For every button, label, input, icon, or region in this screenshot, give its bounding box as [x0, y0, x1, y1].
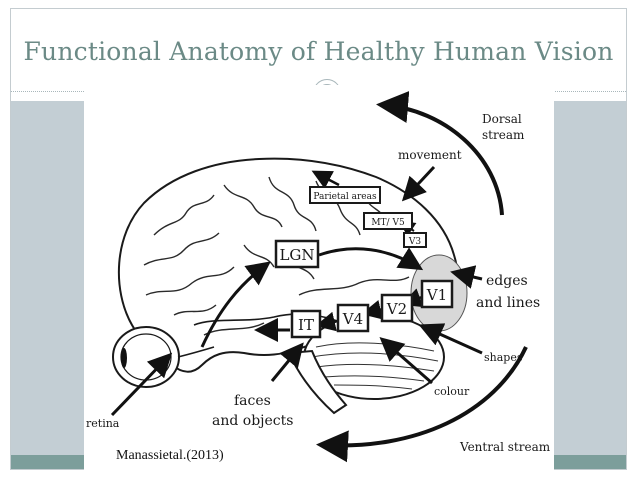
edges-arrow — [450, 265, 483, 289]
movement-label: movement — [398, 148, 462, 162]
ventral-label: Ventral stream — [459, 440, 551, 454]
shapes-arrow — [418, 323, 483, 355]
movement-arrow — [401, 165, 436, 202]
lgn-box — [274, 239, 320, 269]
lgn-label: LGN — [279, 246, 314, 264]
optic-pathway-arrow — [200, 261, 271, 348]
mt-v5-box — [363, 212, 413, 230]
slide-header: Functional Anatomy of Healthy Human Visi… — [11, 9, 626, 89]
lgn-v1-arrow — [318, 247, 424, 271]
retina-label: retina — [86, 417, 120, 430]
dorsal-label-line1: Dorsal — [482, 112, 522, 126]
colour-arrow — [379, 337, 433, 385]
v1-label: V1 — [426, 286, 447, 304]
retina-arrow — [110, 352, 173, 417]
parietal-areas-label: Parietal areas — [313, 192, 377, 202]
v4-label: V4 — [342, 310, 363, 328]
it-label: IT — [298, 316, 314, 334]
slide-title: Functional Anatomy of Healthy Human Visi… — [23, 37, 614, 66]
colour-label: colour — [434, 385, 470, 398]
v1-box — [420, 279, 454, 309]
slide: Functional Anatomy of Healthy Human Visi… — [10, 8, 627, 471]
brain-diagram-svg: Parietal areas MT/ V5 V3 LGN V1 V2 V4 IT… — [86, 91, 551, 463]
dorsal-label-line2: stream — [482, 128, 525, 142]
faces-label-line1: faces — [234, 393, 271, 409]
faces-arrow — [270, 342, 304, 382]
faces-label-line2: and objects — [212, 413, 293, 429]
v2-box — [380, 293, 414, 323]
v4-box — [336, 303, 370, 333]
v3-label: V3 — [408, 237, 421, 247]
parietal-areas-box — [309, 186, 381, 204]
cerebellum-folds — [311, 342, 439, 390]
dorsal-stream-arrow — [376, 91, 504, 216]
edges-label-line2: and lines — [476, 295, 540, 311]
v2-label: V2 — [386, 300, 407, 318]
edges-label-line1: edges — [486, 273, 528, 289]
lens — [121, 348, 127, 368]
brain-diagram: Parietal areas MT/ V5 V3 LGN V1 V2 V4 IT… — [84, 85, 554, 471]
v3-box — [403, 232, 427, 248]
shapes-label: shapes — [484, 351, 523, 364]
citation: Manassietal.(2013) — [116, 448, 224, 463]
mt-v5-label: MT/ V5 — [371, 218, 405, 228]
it-box — [290, 309, 322, 339]
ventral-stream-arrow — [316, 346, 528, 463]
